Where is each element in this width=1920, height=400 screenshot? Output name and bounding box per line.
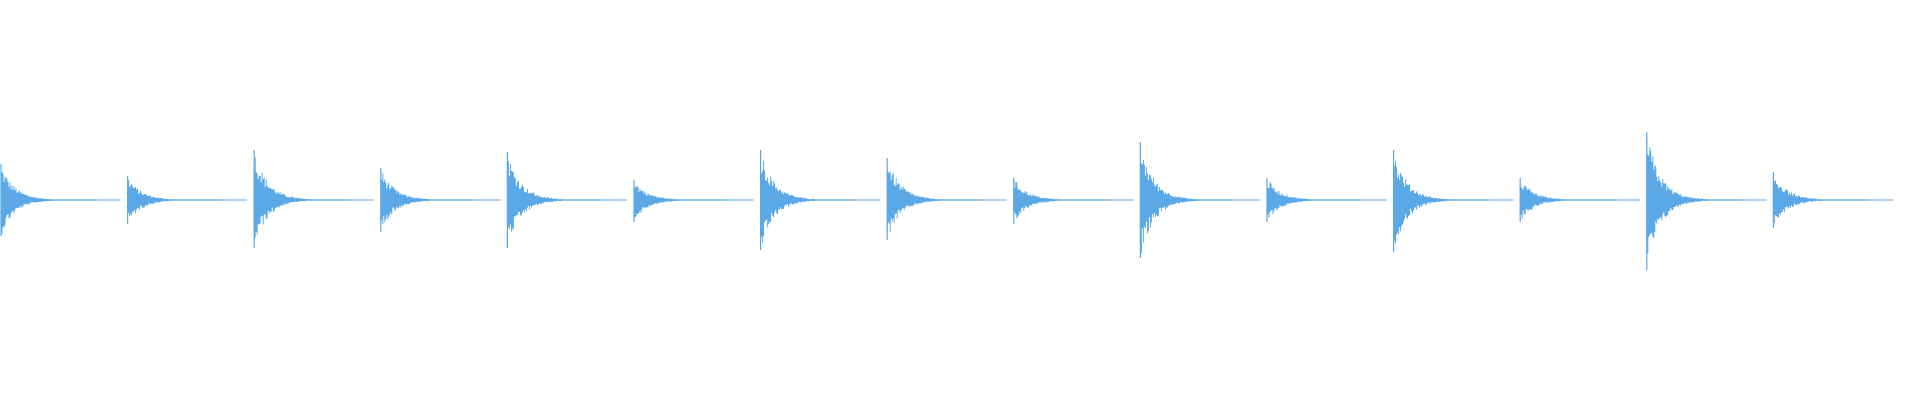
waveform-hit-path <box>1772 176 1868 224</box>
waveform-hit <box>759 150 856 250</box>
waveform-hit <box>253 150 349 248</box>
waveform-hit <box>1013 178 1109 224</box>
waveform-hit <box>126 176 223 224</box>
waveform-hit-path <box>380 173 476 225</box>
waveform-hit <box>1772 172 1868 228</box>
waveform-hit-path <box>506 160 602 245</box>
waveform-hit-path <box>1013 179 1109 219</box>
waveform-hit <box>506 152 602 248</box>
waveform-hit <box>1646 132 1742 270</box>
waveform-hit-path <box>253 157 349 242</box>
waveform-hit-path <box>1519 183 1615 219</box>
waveform-hit <box>1519 178 1615 222</box>
waveform-hit-path <box>760 154 856 243</box>
waveform-hit-path <box>0 169 96 234</box>
waveform-hit-path <box>1393 160 1489 244</box>
waveform-hit <box>1392 150 1489 252</box>
waveform-hit-path <box>1266 182 1362 218</box>
waveform-hit-path <box>633 186 729 222</box>
waveform-hit <box>886 158 982 240</box>
waveform-hit <box>633 180 729 222</box>
waveform-hit-path <box>886 169 982 233</box>
waveform-hit <box>1139 142 1235 258</box>
waveform-hit <box>0 164 96 236</box>
waveform-hits-group <box>0 132 1868 270</box>
waveform-hit <box>380 168 476 232</box>
waveform-hit-path <box>127 180 223 217</box>
waveform-hit-path <box>1139 143 1235 253</box>
waveform-hit-path <box>1646 139 1742 254</box>
waveform-hit <box>1266 178 1362 222</box>
